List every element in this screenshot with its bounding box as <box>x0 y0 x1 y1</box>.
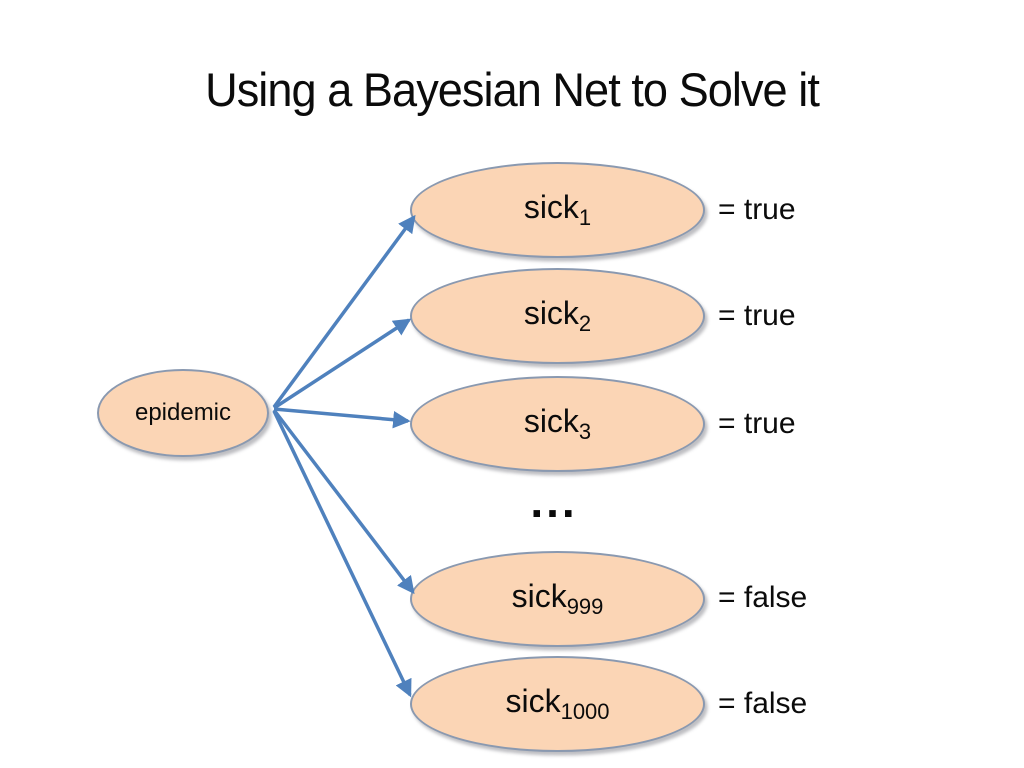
node-sick-1000: sick1000 <box>410 656 705 752</box>
value-label-sick-1: = true <box>718 193 796 226</box>
node-sick-999-label: sick999 <box>511 578 604 619</box>
edge-epidemic-sick1-arrow <box>272 214 416 409</box>
ellipsis-text: ... <box>530 475 578 527</box>
value-label-sick-999: = false <box>718 581 808 614</box>
node-sick-1: sick1 <box>410 162 705 258</box>
node-sick-999: sick999 <box>410 551 705 647</box>
node-sick-3-subscript: 3 <box>578 419 592 444</box>
node-epidemic-label: epidemic <box>134 399 232 426</box>
node-sick-2: sick2 <box>410 268 705 364</box>
edge-epidemic-sick2-arrow <box>273 318 412 410</box>
node-sick-2-label: sick2 <box>523 295 592 336</box>
node-sick-2-subscript: 2 <box>578 311 592 336</box>
slide-title: Using a Bayesian Net to Solve it <box>205 63 820 116</box>
node-sick-1-subscript: 1 <box>578 205 592 230</box>
value-label-sick-3: = true <box>718 407 796 440</box>
node-sick-3-label: sick3 <box>523 403 592 444</box>
edge-epidemic-sick1000-arrow <box>272 410 412 698</box>
node-sick-3: sick3 <box>410 376 705 472</box>
node-sick-999-subscript: 999 <box>566 594 604 619</box>
node-sick-1000-label: sick1000 <box>505 683 610 724</box>
node-sick-1000-subscript: 1000 <box>560 699 610 724</box>
edge-epidemic-sick999-arrow <box>272 408 415 595</box>
node-epidemic: epidemic <box>97 369 269 457</box>
value-label-sick-1000: = false <box>718 687 808 720</box>
node-sick-1-label: sick1 <box>523 189 592 230</box>
value-label-sick-2: = true <box>718 299 796 332</box>
edge-epidemic-sick3-arrow <box>273 407 411 429</box>
